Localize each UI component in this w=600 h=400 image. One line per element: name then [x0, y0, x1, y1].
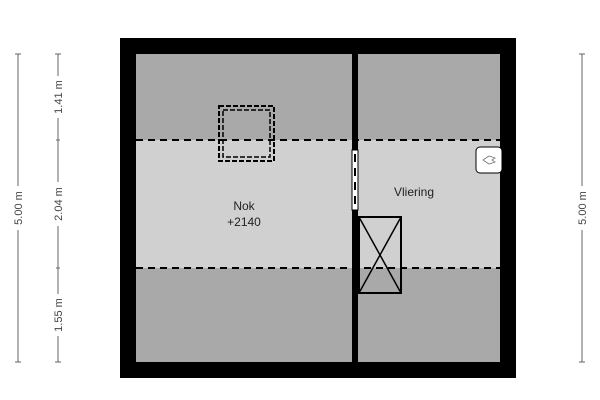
boiler-icon [475, 146, 503, 174]
interior-wall [352, 54, 358, 150]
interior-wall [352, 210, 358, 362]
low-area-bottom [136, 268, 500, 362]
high-area-middle [136, 140, 500, 268]
dimension-right-total-label: 5.00 m [577, 191, 589, 225]
dimension-segment-1-label: 1.41 m [53, 80, 65, 114]
room-label-vliering: Vliering [394, 185, 434, 199]
dimension-segment-3-label: 1.55 m [53, 298, 65, 332]
doorway [351, 149, 359, 211]
stair-hatch-icon [358, 216, 402, 294]
dimension-left-total-label: 5.00 m [13, 191, 25, 225]
skylight-inner [222, 109, 271, 158]
room-label-nok: Nok [233, 199, 255, 213]
low-area-top [136, 54, 500, 140]
skylight-icon [218, 105, 275, 162]
dimension-segment-2-label: 2.04 m [53, 187, 65, 221]
room-height-nok: +2140 [227, 215, 261, 229]
